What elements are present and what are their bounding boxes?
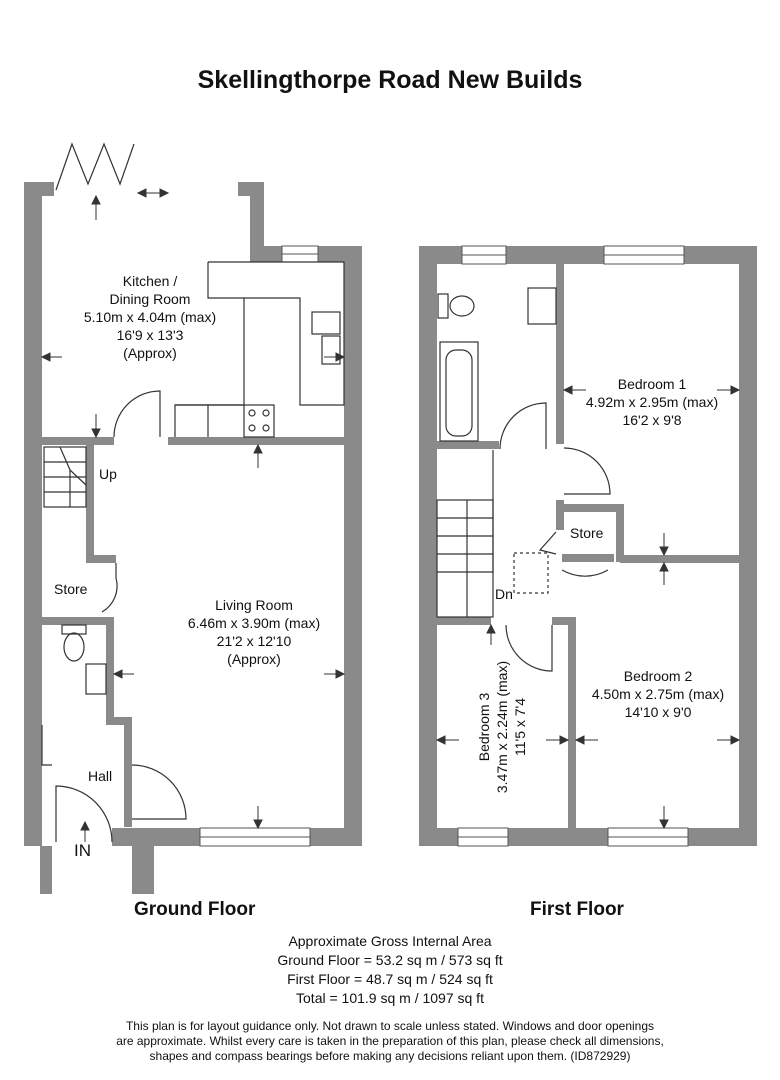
disclaimer-line2: are approximate. Whilst every care is ta… [116, 1034, 664, 1048]
bedroom2-metric: 4.50m x 2.75m (max) [591, 686, 725, 702]
area-ground: Ground Floor = 53.2 sq m / 573 sq ft [277, 952, 503, 968]
bedroom2-name: Bedroom 2 [623, 668, 693, 684]
first-floor-walls [419, 246, 757, 846]
page-title: Skellingthorpe Road New Builds [197, 66, 583, 94]
area-total: Total = 101.9 sq m / 1097 sq ft [296, 990, 484, 1006]
disclaimer: This plan is for layout guidance only. N… [40, 1019, 740, 1064]
area-summary: Approximate Gross Internal Area Ground F… [0, 932, 780, 1008]
bedroom3-name: Bedroom 3 [476, 692, 492, 762]
entrance-label: IN [74, 841, 91, 860]
area-heading: Approximate Gross Internal Area [288, 933, 492, 949]
area-first: First Floor = 48.7 sq m / 524 sq ft [287, 971, 493, 987]
room-label-living: Living Room 6.46m x 3.90m (max) 21'2 x 1… [164, 596, 344, 668]
living-metric: 6.46m x 3.90m (max) [187, 615, 321, 631]
bedroom3-metric: 3.47m x 2.24m (max) [494, 660, 510, 794]
room-label-bedroom2: Bedroom 2 4.50m x 2.75m (max) 14'10 x 9'… [568, 667, 748, 721]
first-floor-label: First Floor [530, 899, 624, 920]
disclaimer-line3: shapes and compass bearings before makin… [149, 1049, 631, 1063]
windows [199, 245, 689, 847]
living-imperial: 21'2 x 12'10 [216, 633, 292, 649]
room-label-ground-store: Store [54, 581, 88, 597]
dimension-arrows [40, 188, 741, 842]
disclaimer-line1: This plan is for layout guidance only. N… [125, 1019, 655, 1033]
kitchen-imperial: 16'9 x 13'3 [116, 327, 184, 343]
bedroom2-imperial: 14'10 x 9'0 [624, 704, 692, 720]
living-name: Living Room [215, 597, 293, 613]
bifold-door-icon [55, 142, 135, 191]
window-glazing-lines [200, 253, 688, 838]
living-note: (Approx) [227, 651, 281, 667]
fixtures [41, 142, 611, 843]
kitchen-name-line2: Dining Room [109, 291, 191, 307]
room-label-first-store: Store [570, 525, 604, 541]
bedroom1-metric: 4.92m x 2.95m (max) [585, 394, 719, 410]
stairs-up-label: Up [99, 466, 117, 482]
kitchen-name-line1: Kitchen / [122, 273, 178, 289]
room-label-bedroom3: Bedroom 3 3.47m x 2.24m (max) 11'5 x 7'4 [475, 647, 529, 807]
stairs-down-label: Dn [495, 586, 513, 602]
bedroom1-imperial: 16'2 x 9'8 [622, 412, 682, 428]
kitchen-note: (Approx) [123, 345, 177, 361]
bedroom1-name: Bedroom 1 [617, 376, 687, 392]
kitchen-metric: 5.10m x 4.04m (max) [83, 309, 217, 325]
ground-floor-label: Ground Floor [134, 899, 256, 920]
room-label-hall: Hall [88, 768, 113, 784]
room-label-bedroom1: Bedroom 1 4.92m x 2.95m (max) 16'2 x 9'8 [562, 375, 742, 429]
bedroom3-imperial: 11'5 x 7'4 [512, 697, 528, 757]
room-label-kitchen: Kitchen / Dining Room 5.10m x 4.04m (max… [60, 272, 240, 362]
